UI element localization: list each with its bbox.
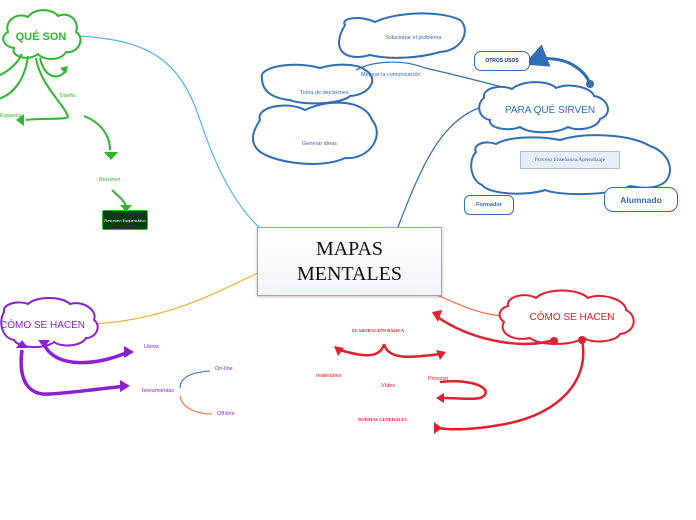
- como-left-online[interactable]: On-line: [215, 366, 233, 372]
- alumnado-node[interactable]: Alumnado: [604, 187, 678, 212]
- uses-generar-ideas[interactable]: Generar ideas: [302, 141, 337, 147]
- que-son-child-resumen-esquematico[interactable]: Resumen Esquemático: [102, 210, 148, 230]
- red-arrowhead: [436, 393, 444, 403]
- red-arrowhead: [434, 422, 442, 434]
- que-son-arrowhead: [120, 205, 132, 212]
- como-right-materiales[interactable]: materiales: [316, 373, 342, 379]
- uses-toma-decisiones[interactable]: Toma de decisiones: [300, 90, 349, 96]
- uses-mejorar[interactable]: Mejorar la comunicación: [361, 72, 421, 78]
- como-right-title[interactable]: CÓMO SE HACEN: [529, 311, 615, 323]
- que-son-child-esquema[interactable]: Esquema: [0, 113, 22, 119]
- que-son-link-4: [25, 57, 70, 121]
- que-son-link-1: [0, 53, 23, 77]
- como-right-link-1: [435, 314, 555, 346]
- branch-line-para-que-sirven: [397, 106, 483, 228]
- red-arrowhead: [436, 350, 446, 360]
- uses-cloud-low: [251, 101, 378, 165]
- formador-label: Formador: [476, 202, 502, 208]
- uses-cloud-mid: [260, 63, 374, 105]
- purple-arrowhead: [38, 340, 50, 348]
- que-son-link-3: [39, 57, 67, 78]
- que-son-arrowhead: [104, 152, 118, 160]
- branch-line-que-son: [77, 35, 263, 231]
- branch-line-como-left: [91, 272, 259, 325]
- resumen-esquematico-label: Resumen Esquemático: [104, 217, 146, 223]
- que-son-link-2: [0, 55, 29, 100]
- que-son-title[interactable]: QUÉ SON: [15, 31, 67, 43]
- como-left-offline[interactable]: Off-line: [217, 411, 235, 417]
- que-son-cloud: [2, 9, 82, 60]
- para-que-sirven-cloud: [478, 81, 609, 134]
- como-left-herramientas[interactable]: herramientas: [142, 388, 175, 394]
- branch-line-como-right: [436, 294, 506, 317]
- que-son-link-5: [83, 115, 111, 151]
- central-title: MAPAS MENTALES: [296, 237, 403, 285]
- como-right-link-2: [437, 339, 585, 431]
- como-right-normas[interactable]: NORMAS GENERALES: [358, 417, 407, 422]
- como-right-cloud: [498, 289, 635, 345]
- red-dot: [550, 337, 558, 345]
- otros-usos-dot: [586, 80, 594, 88]
- elaboracion-link: [339, 343, 441, 358]
- que-son-child-resumen[interactable]: Resumen: [99, 177, 121, 183]
- offline-link: [179, 395, 213, 415]
- proceso-ensenanza-label: Proceso Enseñanza Aprendizaje: [534, 157, 606, 163]
- como-right-elaboracion[interactable]: ELABORACIÓN BÁSICA: [352, 328, 405, 333]
- central-topic[interactable]: MAPAS MENTALES: [257, 227, 442, 296]
- uses-solucionar[interactable]: Solucionar el problema: [385, 35, 442, 41]
- que-son-arrowhead: [60, 66, 68, 74]
- uses-cloud-large: [338, 12, 466, 59]
- como-left-title[interactable]: CÓMO SE HACEN: [0, 319, 86, 331]
- como-left-link-herramientas: [19, 349, 127, 396]
- online-link: [179, 370, 211, 389]
- que-son-link-6: [111, 189, 127, 207]
- para-que-sirven-title[interactable]: PARA QUÉ SIRVEN: [504, 104, 596, 116]
- purple-arrowhead: [124, 346, 134, 358]
- proceso-ensenanza-node[interactable]: Proceso Enseñanza Aprendizaje: [520, 151, 620, 169]
- purple-arrowhead: [16, 340, 28, 348]
- que-son-child-diseno[interactable]: Diseño: [60, 93, 76, 99]
- otros-usos-label: OTROS USOS: [485, 58, 519, 64]
- proceso-link: [439, 380, 487, 401]
- otros-usos-node[interactable]: OTROS USOS: [474, 51, 530, 71]
- red-dot: [578, 336, 586, 344]
- como-left-cloud: [0, 297, 99, 348]
- que-son-arrowhead: [16, 114, 24, 126]
- otros-usos-arrow: [523, 44, 592, 85]
- red-arrowhead: [432, 310, 442, 322]
- como-left-link-libros: [42, 343, 129, 365]
- red-arrowhead: [334, 346, 344, 356]
- formador-node[interactable]: Formador: [464, 195, 514, 215]
- como-left-libros[interactable]: Libros: [144, 344, 159, 350]
- proceso-cloud: [470, 134, 671, 196]
- como-right-proceso[interactable]: Proceso: [428, 376, 449, 382]
- alumnado-label: Alumnado: [620, 194, 662, 205]
- purple-arrowhead: [120, 380, 130, 392]
- como-right-video[interactable]: Vídeo: [381, 383, 396, 389]
